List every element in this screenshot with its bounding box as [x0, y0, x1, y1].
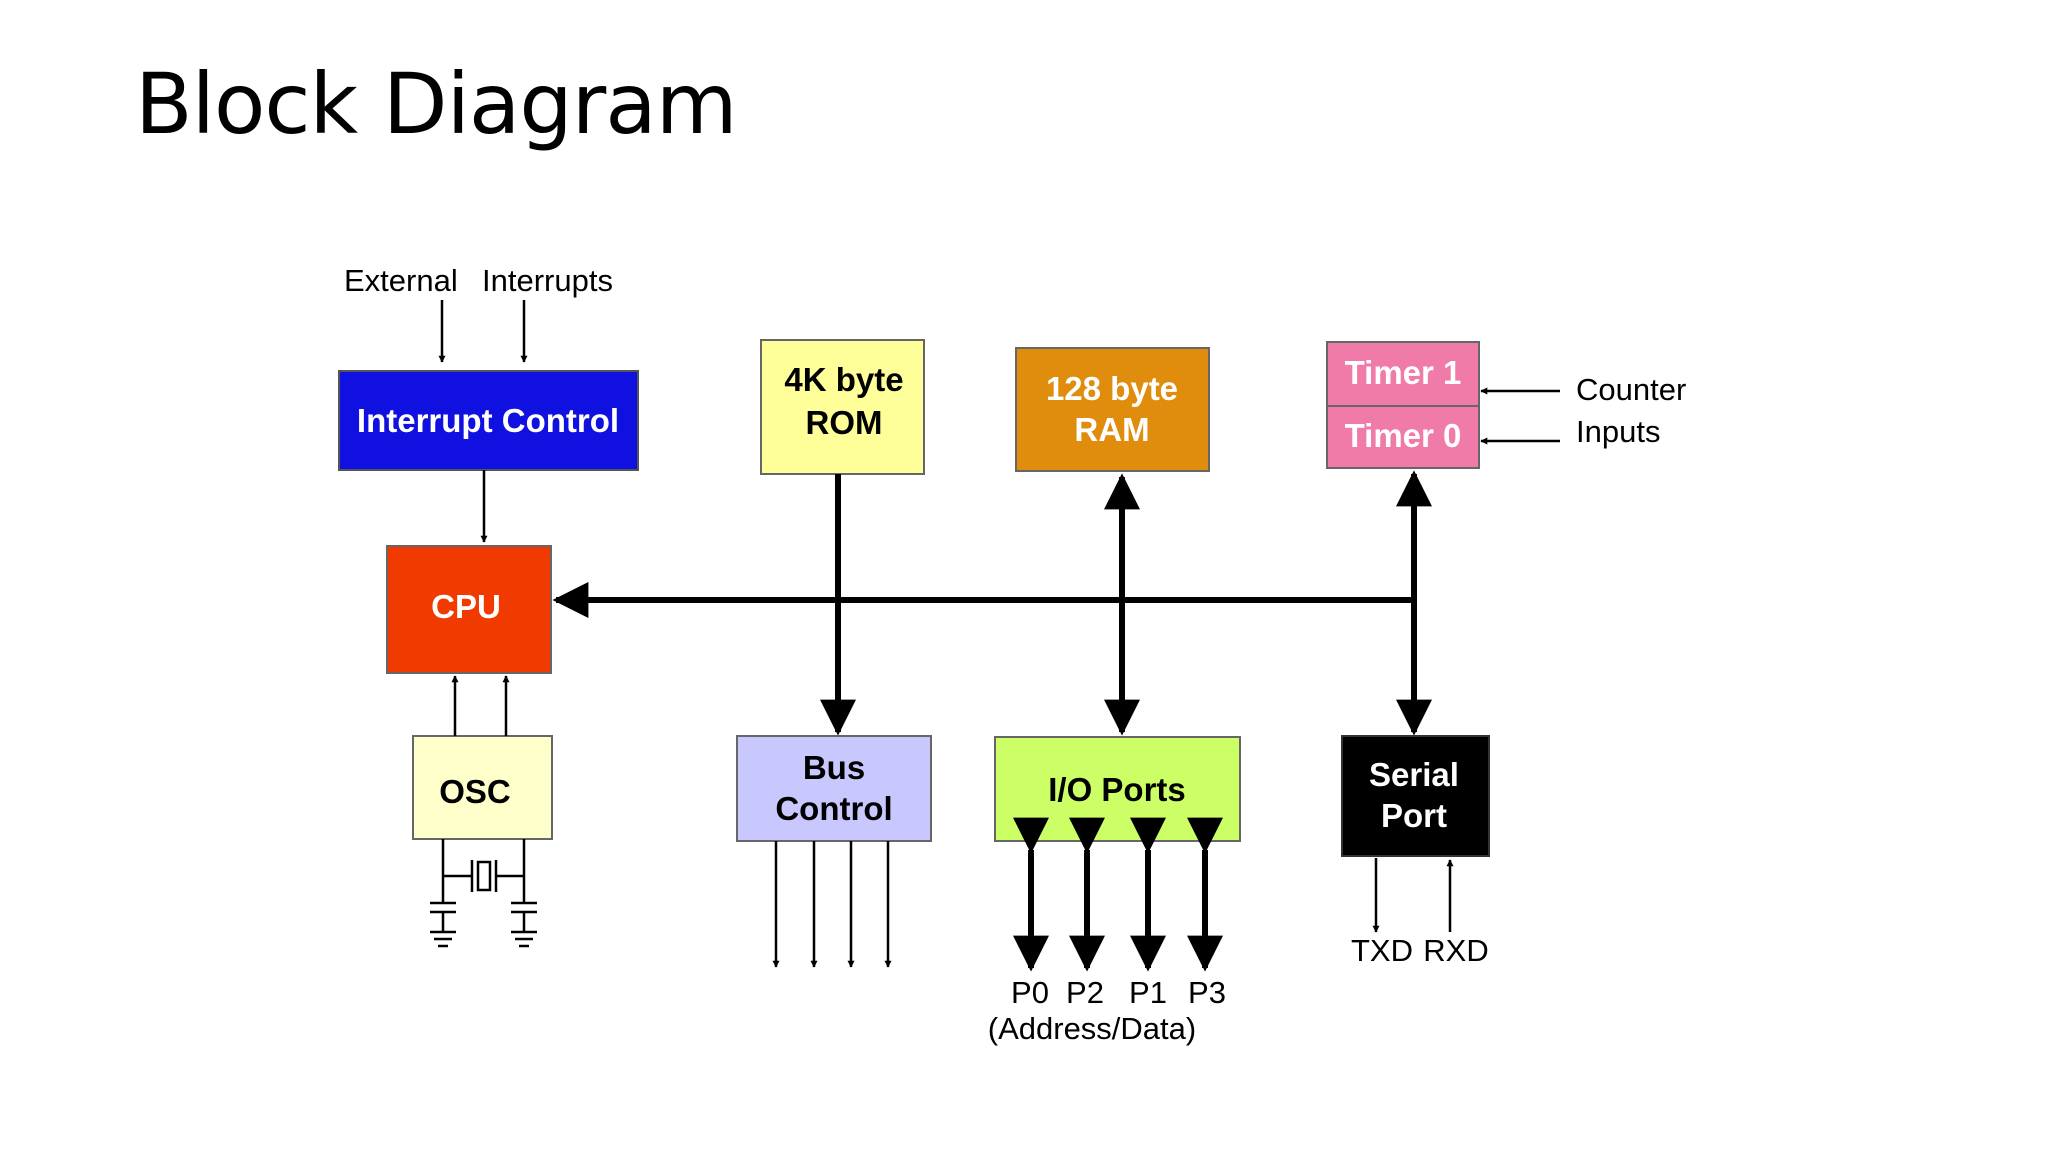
inputs-label: Inputs — [1576, 414, 1660, 449]
rom-block — [760, 339, 925, 475]
bus-control-block — [736, 735, 932, 842]
cpu-block — [386, 545, 552, 674]
osc-block — [412, 735, 553, 840]
io-port-arrows — [1013, 817, 1223, 972]
p0-label: P0 — [1011, 975, 1049, 1010]
interrupts-label: Interrupts — [482, 263, 613, 298]
timer1-label: Timer 1 — [1345, 354, 1462, 391]
timer0-block — [1326, 405, 1480, 469]
osc-label: OSC — [439, 773, 511, 810]
interrupt-control-block — [338, 370, 639, 471]
serial-port-label-line1: Serial — [1369, 756, 1459, 793]
external-label: External — [344, 263, 458, 298]
txd-label: TXD — [1351, 933, 1413, 968]
cpu-label: CPU — [431, 588, 501, 625]
ram-label-line1: 128 byte — [1046, 370, 1178, 407]
io-ports-label: I/O Ports — [1048, 771, 1186, 808]
bus-control-label-line2: Control — [775, 790, 892, 827]
bus-control-label-line1: Bus — [803, 749, 865, 786]
p3-label: P3 — [1188, 975, 1226, 1010]
slide-title: Block Diagram — [135, 55, 738, 153]
serial-port-label-line2: Port — [1381, 797, 1447, 834]
p1-label: P1 — [1129, 975, 1167, 1010]
rom-label-line2: ROM — [806, 404, 883, 441]
counter-label: Counter — [1576, 372, 1686, 407]
crystal-circuit — [430, 839, 537, 948]
p2-label: P2 — [1066, 975, 1104, 1010]
interrupt-control-label: Interrupt Control — [357, 402, 619, 439]
ram-label-line2: RAM — [1074, 411, 1149, 448]
timer1-block — [1326, 341, 1480, 407]
timer0-label: Timer 0 — [1345, 417, 1462, 454]
serial-port-block — [1341, 735, 1490, 857]
ram-block — [1015, 347, 1210, 472]
rom-label-line1: 4K byte — [784, 361, 903, 398]
rxd-label: RXD — [1423, 933, 1488, 968]
address-data-label: (Address/Data) — [988, 1011, 1196, 1046]
